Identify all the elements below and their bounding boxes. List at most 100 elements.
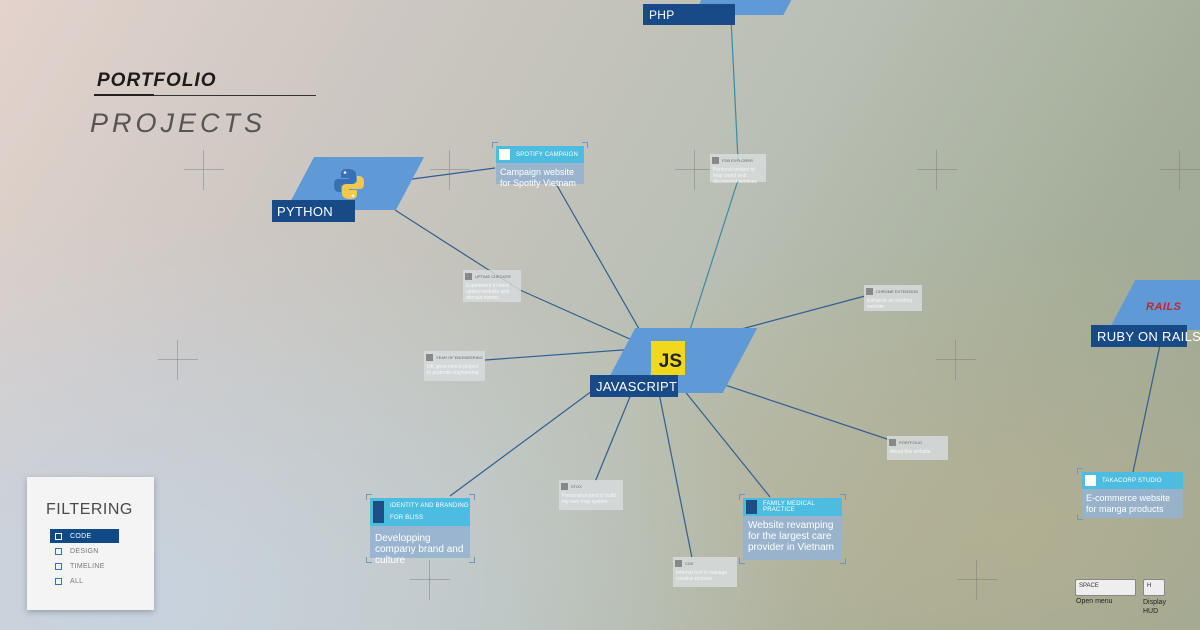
card-description: E-commerce website for manga products (1086, 493, 1171, 514)
project-icon (889, 438, 896, 446)
key-h-label: Display HUD (1143, 599, 1166, 615)
grid-cross (675, 150, 715, 190)
mini-category: FDB EXPLORER (722, 157, 753, 163)
card-description: Developping company brand and culture (375, 533, 464, 566)
rails-logo-text: RAILS (1146, 301, 1182, 313)
mini-description: Personal project to map world web discov… (713, 167, 757, 185)
filtering-panel: FILTERING CODE DESIGN TIMELINE ALL (27, 477, 154, 610)
tech-node-php[interactable]: PHP (640, 0, 800, 25)
project-icon (866, 287, 873, 295)
card-description: Website revamping for the largest care p… (748, 520, 834, 553)
card-category: IDENTITY AND BRANDING FOR BLISS (390, 503, 469, 521)
filter-design[interactable]: DESIGN (50, 544, 119, 558)
grid-cross (158, 340, 198, 380)
rails-label: RUBY ON RAILS (1091, 325, 1200, 347)
project-icon (746, 500, 757, 514)
filter-label: CODE (70, 532, 92, 540)
php-label: PHP (643, 4, 735, 25)
grid-cross (430, 150, 470, 190)
filter-code[interactable]: CODE (50, 529, 119, 543)
project-icon (561, 482, 568, 490)
card-corner (582, 142, 588, 148)
card-corner (366, 494, 372, 500)
python-logo-icon (334, 169, 364, 199)
project-icon (465, 272, 472, 280)
mini-category: CHROME EXTENSION (876, 288, 919, 294)
grid-cross (936, 340, 976, 380)
mini-card-uptime[interactable]: UPTIME CHECKER Experiment to track uptim… (463, 270, 521, 302)
mini-card-cdk[interactable]: CDK Internal tool to manage creative pro… (673, 557, 737, 587)
mini-category: UPTIME CHECKER (475, 273, 511, 279)
project-icon (712, 156, 719, 164)
portfolio-kicker: PORTFOLIO (97, 70, 217, 91)
card-corner (469, 494, 475, 500)
grid-cross (957, 560, 997, 600)
filter-timeline[interactable]: TIMELINE (50, 559, 119, 573)
filter-label: ALL (70, 577, 84, 585)
mini-card-portfolio[interactable]: PORTFOLIO About this website (887, 436, 948, 460)
mini-header: PORTFOLIO (887, 436, 948, 448)
mini-category: YEAR OF ENGINEERING (436, 354, 483, 360)
tech-node-python[interactable]: PYTHON (270, 155, 430, 222)
grid-cross (917, 150, 957, 190)
title-divider (94, 95, 316, 96)
mini-header: UPTIME CHECKER (463, 270, 521, 282)
grid-cross (184, 150, 224, 190)
project-icon (373, 501, 384, 523)
javascript-logo-icon: JS (651, 341, 685, 375)
card-category: TAKACORP STUDIO (1102, 477, 1162, 484)
filter-all[interactable]: ALL (50, 574, 119, 588)
rails-logo-icon: RAILS (1146, 301, 1182, 313)
card-header: FAMILY MEDICAL PRACTICE (743, 498, 842, 516)
checkbox-icon (55, 547, 62, 555)
mini-header: CHROME EXTENSION (864, 285, 922, 297)
mini-header: STOX (559, 480, 623, 492)
card-corner (1077, 514, 1083, 520)
card-header: SPOTIFY CAMPAIGN (496, 146, 584, 163)
card-corner (840, 494, 846, 500)
grid-cross (410, 560, 450, 600)
title-divider-accent (94, 94, 154, 96)
mini-card-fdb[interactable]: FDB EXPLORER Personal project to map wor… (710, 154, 766, 185)
layers-icon (1085, 475, 1096, 486)
checkbox-icon (55, 562, 62, 570)
project-card-takacorp[interactable]: TAKACORP STUDIO E-commerce website for m… (1082, 472, 1183, 518)
grid-cross (1160, 150, 1200, 190)
key-space[interactable]: SPACE (1075, 579, 1136, 596)
tech-node-javascript[interactable]: JS JAVASCRIPT (590, 328, 758, 398)
mini-description: Internal tool to manage creative process (676, 570, 728, 582)
javascript-label: JAVASCRIPT (590, 375, 678, 397)
project-card-family[interactable]: FAMILY MEDICAL PRACTICE Website revampin… (743, 498, 842, 560)
mini-category: STOX (571, 483, 582, 489)
mini-card-yoe[interactable]: YEAR OF ENGINEERING UK government projec… (424, 351, 485, 381)
mini-category: PORTFOLIO (899, 439, 923, 445)
checkbox-icon (55, 532, 62, 540)
mini-card-chrome[interactable]: CHROME EXTENSION Enhance an existing web… (864, 285, 922, 311)
project-card-bliss[interactable]: IDENTITY AND BRANDING FOR BLISS Developp… (370, 498, 470, 566)
mini-category: CDK (685, 560, 694, 566)
card-corner (366, 557, 372, 563)
filtering-title: FILTERING (46, 501, 133, 518)
card-category: FAMILY MEDICAL PRACTICE (763, 501, 815, 513)
filter-label: TIMELINE (70, 562, 105, 570)
mini-description: Personal project to build my own map sys… (562, 493, 616, 505)
mini-card-stox[interactable]: STOX Personal project to build my own ma… (559, 480, 623, 510)
key-space-label: Open menu (1076, 598, 1113, 605)
checkbox-icon (55, 577, 62, 585)
page-title: PROJECTS (90, 108, 267, 138)
mini-description: About this website (890, 449, 931, 455)
card-corner (1077, 468, 1083, 474)
mini-header: YEAR OF ENGINEERING (424, 351, 485, 363)
mini-description: Experiment to track uptime website and d… (466, 283, 510, 301)
card-corner (469, 557, 475, 563)
key-h[interactable]: H (1143, 579, 1165, 596)
project-card-spotify[interactable]: SPOTIFY CAMPAIGN Campaign website for Sp… (496, 146, 584, 188)
tech-node-rails[interactable]: RAILS RUBY ON RAILS (1090, 280, 1200, 350)
filter-label: DESIGN (70, 547, 99, 555)
card-corner (840, 558, 846, 564)
project-icon (499, 149, 510, 160)
card-header: TAKACORP STUDIO (1082, 472, 1183, 489)
mini-header: CDK (673, 557, 737, 569)
mini-description: UK government project to promote enginee… (427, 364, 479, 376)
project-icon (426, 353, 433, 361)
